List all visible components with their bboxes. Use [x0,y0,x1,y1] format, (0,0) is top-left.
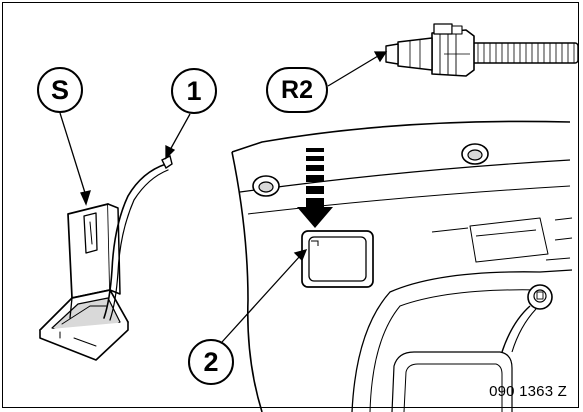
callout-r2: R2 [266,67,328,113]
callout-2: 2 [188,339,234,385]
leader-lines [59,51,388,343]
connector-r2 [385,23,579,77]
insert-direction-arrow [297,148,333,228]
trim-panel [231,120,573,412]
wire [103,154,173,321]
cable-holder [39,203,129,361]
grommet-left [252,175,280,197]
round-fitting [501,284,553,353]
grommet-right [461,143,489,165]
callout-s: S [37,67,83,113]
callout-1: 1 [171,68,217,114]
mounting-opening [301,230,374,288]
figure-frame [2,2,579,408]
figure-id: 090 1363 Z [489,383,567,400]
